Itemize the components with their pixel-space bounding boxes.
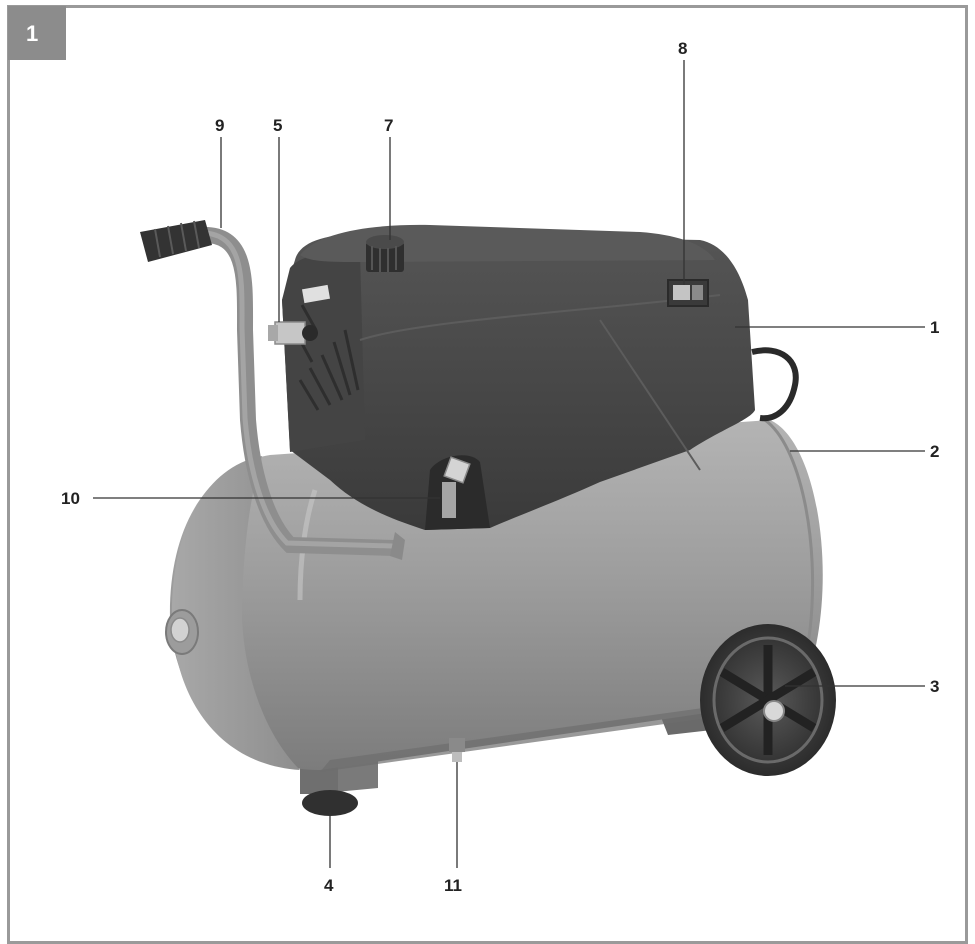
callout-label-4: 4 — [324, 876, 334, 895]
callout-label-3: 3 — [930, 677, 939, 696]
callout-11: 11 — [444, 762, 462, 895]
power-cord — [751, 347, 799, 422]
callout-9: 9 — [215, 116, 224, 228]
callout-label-1: 1 — [930, 318, 939, 337]
callout-label-9: 9 — [215, 116, 224, 135]
callout-label-2: 2 — [930, 442, 939, 461]
carry-handle — [140, 220, 405, 560]
callout-8: 8 — [678, 39, 687, 285]
callout-label-10: 10 — [61, 489, 80, 508]
rubber-foot — [302, 790, 358, 816]
figure-number-badge: 1 — [8, 6, 66, 60]
callouts: 1 2 3 4 5 7 8 9 — [61, 39, 939, 895]
on-off-switch — [667, 279, 709, 307]
handle-grip — [140, 220, 212, 262]
callout-2: 2 — [790, 442, 939, 461]
callout-5: 5 — [273, 116, 282, 322]
quick-coupler — [268, 321, 318, 345]
wheel — [700, 624, 836, 776]
safety-valve — [442, 456, 471, 518]
callout-7: 7 — [384, 116, 393, 240]
pressure-regulator-knob — [366, 235, 404, 272]
callout-3: 3 — [785, 677, 939, 696]
vent-grille — [298, 304, 360, 411]
callout-label-5: 5 — [273, 116, 282, 135]
wheel-hub — [763, 700, 785, 722]
air-tank — [169, 418, 823, 772]
tank-side-fitting — [165, 609, 199, 655]
compressor-illustration — [140, 220, 836, 816]
callout-label-7: 7 — [384, 116, 393, 135]
callout-label-8: 8 — [678, 39, 687, 58]
callout-10: 10 — [61, 489, 440, 508]
warning-sticker — [301, 284, 331, 304]
callout-1: 1 — [735, 318, 939, 337]
callout-label-11: 11 — [444, 876, 462, 895]
tank-end-cap — [171, 456, 300, 770]
figure-number: 1 — [26, 21, 38, 46]
callout-4: 4 — [324, 812, 334, 895]
drain-valve — [449, 738, 465, 762]
